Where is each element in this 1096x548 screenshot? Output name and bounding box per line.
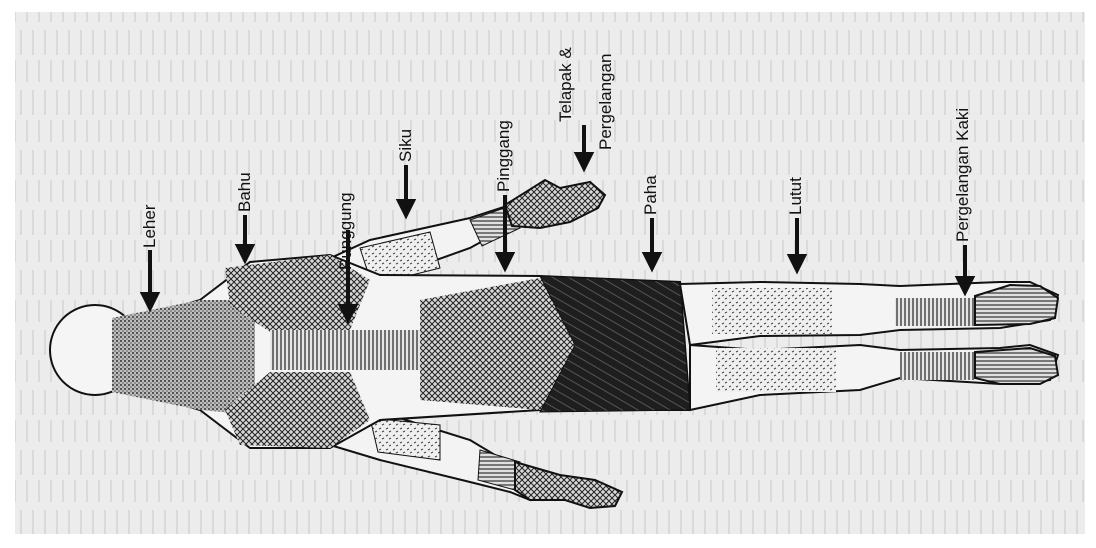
back-region [270, 330, 420, 370]
label-back: Punggung [336, 192, 356, 270]
label-knee: Lutut [786, 177, 806, 215]
label-elbow: Siku [396, 129, 416, 162]
paper-area [15, 12, 1085, 534]
label-thigh: Paha [641, 175, 661, 215]
label-neck: Leher [140, 205, 160, 248]
knee-region-top [712, 288, 832, 334]
label-shoulder: Bahu [235, 172, 255, 212]
knee-region-bottom [716, 348, 836, 392]
label-waist: Pinggang [494, 120, 514, 192]
label-ankle: Pergelangan Kaki [953, 108, 973, 242]
foot-bottom [975, 348, 1058, 384]
label-palm-line2: Pergelangan [596, 54, 616, 150]
label-palm-line1: Telapak & [556, 47, 576, 122]
ankle-region-top [895, 298, 975, 326]
ankle-region-bottom [900, 352, 975, 380]
